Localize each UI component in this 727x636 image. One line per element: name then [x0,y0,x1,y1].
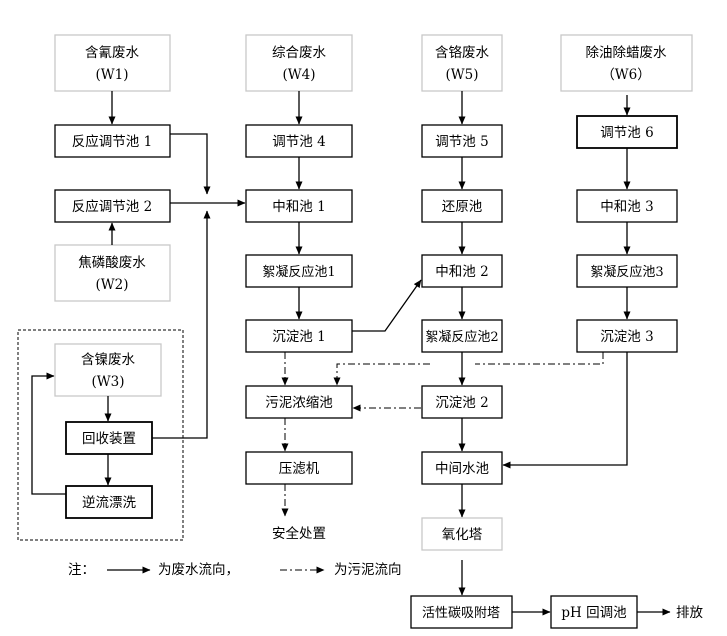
sediment-pool-3: 沉淀池 3 [576,319,678,353]
source-w3-box: 含镍废水 (W3) [54,343,162,397]
reaction-pool-1-label: 反应调节池 1 [72,133,152,150]
legend-note: 注： [68,562,95,578]
adjust-pool-4: 调节池 4 [245,124,353,158]
intermediate-pool-label: 中间水池 [435,461,489,477]
source-w2-box: 焦磷酸废水 (W2) [54,244,171,302]
source-w5-name: 含铬废水 [435,45,489,61]
flow-recovery-to-junction [152,210,211,439]
reduction-pool: 还原池 [421,189,503,223]
flow-rinse-to-w3 [31,372,66,495]
reduction-pool-label: 还原池 [442,199,483,215]
sludge-fp2-to-thickener [333,363,430,386]
source-w3-name: 含镍废水 [81,352,135,368]
adjust-pool-6: 调节池 6 [576,115,678,149]
source-w5-box: 含铬废水 (W5) [421,34,503,92]
sludge-thickener-label: 污泥浓缩池 [265,395,333,411]
filter-press: 压滤机 [245,451,353,485]
sludge-flow-lines [281,352,604,517]
floc-pool-2-label: 絮凝反应池2 [425,329,498,345]
legend-water-label: 为废水流向， [158,562,239,578]
legend-sludge-label: 为污泥流向 [334,562,402,578]
source-w4-box: 综合废水 (W4) [245,34,353,92]
recovery-device-label: 回收装置 [82,431,136,447]
neutral-pool-3-label: 中和池 3 [600,199,653,215]
sediment-pool-2: 沉淀池 2 [421,385,503,419]
nickel-recovery-frame [17,329,184,541]
reaction-pool-1: 反应调节池 1 [54,124,171,158]
neutral-pool-2: 中和池 2 [421,254,503,288]
oxidation-tower-label: 氧化塔 [442,527,483,543]
source-w2-code: (W2) [96,277,129,293]
flow-rp1-to-junction [170,133,211,195]
adjust-pool-4-label: 调节池 4 [272,134,325,150]
adjust-pool-6-label: 调节池 6 [600,125,653,141]
carbon-tower-label: 活性碳吸附塔 [422,606,500,621]
intermediate-pool: 中间水池 [421,451,503,485]
sediment-pool-1: 沉淀池 1 [245,319,353,353]
source-w6-box: 除油除蜡废水 （W6） [560,34,693,92]
source-w3-code: (W3) [92,374,125,390]
flow-sp3-to-ip [502,352,628,469]
adjust-pool-5-label: 调节池 5 [435,134,488,150]
water-flow-lines [31,91,671,616]
sludge-thickener: 污泥浓缩池 [245,385,353,419]
sediment-pool-2-label: 沉淀池 2 [435,395,488,411]
sediment-pool-3-label: 沉淀池 3 [600,329,653,345]
counterflow-rinse-label: 逆流漂洗 [82,495,136,511]
source-w1-name: 含氰废水 [85,45,139,61]
safe-disposal-label: 安全处置 [272,525,326,542]
counterflow-rinse: 逆流漂洗 [65,485,153,519]
discharge-label: 排放 [676,605,704,621]
ph-pool: pH 回调池 [550,595,638,629]
source-w4-name: 综合废水 [272,45,326,61]
source-w1-box: 含氰废水 (W1) [54,34,171,92]
floc-pool-3: 絮凝反应池3 [576,254,678,288]
floc-pool-2: 絮凝反应池2 [421,319,503,353]
reaction-pool-2: 反应调节池 2 [54,189,171,223]
legend: 注： 为废水流向， 为污泥流向 [68,562,402,578]
floc-pool-1-label: 絮凝反应池1 [262,264,335,280]
source-w2-name: 焦磷酸废水 [78,255,146,271]
sludge-sp3-to-thickener [475,352,604,365]
filter-press-label: 压滤机 [279,461,320,477]
neutral-pool-1-label: 中和池 1 [272,199,325,215]
floc-pool-3-label: 絮凝反应池3 [590,264,663,280]
neutral-pool-1: 中和池 1 [245,189,353,223]
source-w4-code: (W4) [283,67,316,83]
source-w5-code: (W5) [446,67,479,83]
neutral-pool-2-label: 中和池 2 [435,264,488,280]
oxidation-tower: 氧化塔 [421,517,503,551]
adjust-pool-5: 调节池 5 [421,124,503,158]
recovery-device: 回收装置 [65,421,153,455]
neutral-pool-3: 中和池 3 [576,189,678,223]
source-w6-name: 除油除蜡废水 [586,45,667,61]
sediment-pool-1-label: 沉淀池 1 [272,329,325,345]
flow-sp1-to-np2 [352,279,422,332]
source-w1-code: (W1) [96,67,129,83]
reaction-pool-2-label: 反应调节池 2 [72,198,152,215]
ph-pool-label: pH 回调池 [561,605,626,621]
carbon-tower: 活性碳吸附塔 [410,595,513,629]
floc-pool-1: 絮凝反应池1 [245,254,353,288]
source-w6-code: （W6） [601,67,650,83]
